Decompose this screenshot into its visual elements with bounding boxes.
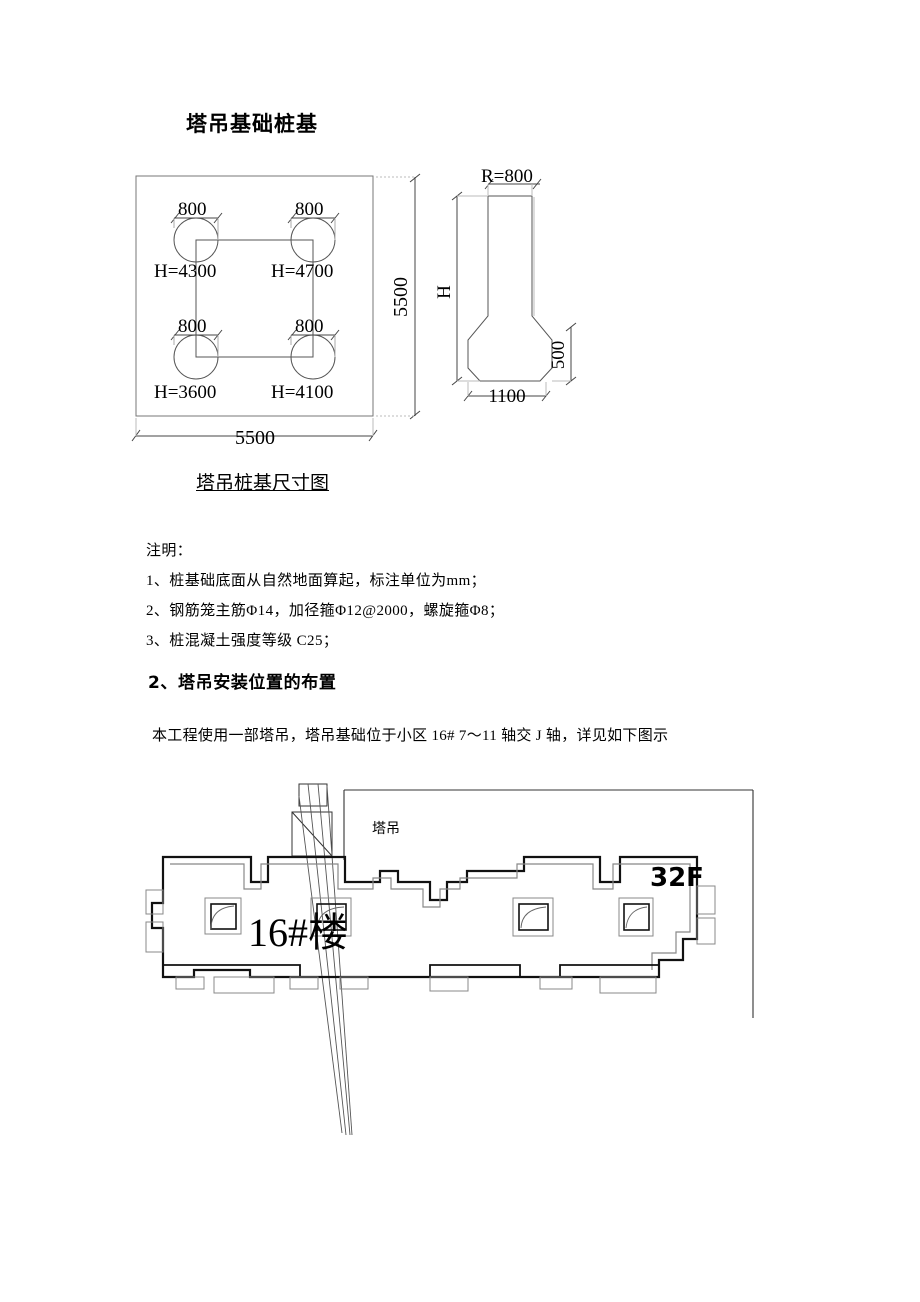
- pile-diameter-label-top-left: 800: [178, 199, 207, 220]
- building-name-label: 16#楼: [248, 910, 348, 955]
- dim-800-bottom-right: [287, 329, 340, 357]
- plan-width-dimension-label: 5500: [235, 427, 275, 449]
- site-boundary: [343, 789, 754, 1018]
- note-item-1: 1、桩基础底面从自然地面算起，标注单位为mm；: [146, 573, 487, 589]
- tower-crane-boom-lines: [298, 783, 353, 1136]
- balcony-4: [339, 976, 369, 990]
- crane-label: 塔吊: [372, 821, 400, 837]
- section-view: R=800 H 500: [434, 166, 577, 407]
- pile-foundation-figure: 800 800 800: [0, 0, 920, 520]
- dim-h: [451, 191, 487, 386]
- pile-depth-label-bottom-right: H=4100: [271, 382, 333, 403]
- note-item-2: 2、钢筋笼主筋Φ14，加径箍Φ12@2000，螺旋箍Φ8；: [146, 603, 505, 619]
- pile-cap-outline: [135, 175, 374, 417]
- dim-overall-height: [376, 173, 421, 420]
- body-paragraph-crane-placement: 本工程使用一部塔吊，塔吊基础位于小区 16# 7～11 轴交 J 轴，详见如下图…: [152, 728, 669, 744]
- building-inner-wall: [170, 863, 691, 970]
- section-heading-crane-placement: 2、塔吊安装位置的布置: [148, 673, 337, 693]
- page-title: 塔吊基础桩基: [186, 112, 318, 136]
- building-left-notch-2: [145, 921, 164, 953]
- balcony-3: [289, 976, 319, 990]
- pile-section-outline: [467, 195, 553, 382]
- pile-center-square: [195, 239, 314, 358]
- core-box-center: [512, 897, 554, 937]
- dim-overall-width: [131, 418, 378, 442]
- building-podium-strip: [163, 964, 659, 978]
- core-box-right: [618, 897, 654, 937]
- note-item-3: 3、桩混凝土强度等级 C25；: [146, 633, 339, 649]
- pile-depth-label-bottom-left: H=3600: [154, 382, 216, 403]
- site-plan-figure: 塔吊 16#楼 32F: [0, 770, 920, 1170]
- dim-500: [552, 322, 577, 386]
- dim-800-top-right: [287, 212, 340, 240]
- plan-view: 800 800 800: [131, 173, 421, 449]
- section-bell-dimension-label: 500: [548, 341, 569, 370]
- dim-800-top-left: [170, 212, 223, 240]
- balcony-6: [539, 976, 573, 990]
- floor-count-label: 32F: [650, 863, 704, 893]
- section-height-dimension-label: H: [434, 285, 455, 299]
- pile-diameter-label-bottom-left: 800: [178, 316, 207, 337]
- figure-caption-pile: 塔吊桩基尺寸图: [196, 473, 330, 494]
- dim-1100: [463, 382, 551, 402]
- tower-crane-symbol: [291, 783, 333, 857]
- balcony-5: [429, 976, 469, 992]
- notes-block: 注明： 1、桩基础底面从自然地面算起，标注单位为mm； 2、钢筋笼主筋Φ14，加…: [146, 536, 846, 656]
- core-box-left: [204, 897, 242, 935]
- balcony-2: [213, 976, 275, 994]
- building-right-notch: [696, 885, 716, 915]
- dim-800-bottom-left: [170, 329, 223, 357]
- balcony-7: [599, 976, 657, 994]
- building-right-notch-2: [696, 917, 716, 945]
- dim-r800: [484, 178, 542, 196]
- section-base-dimension-label: 1100: [488, 386, 525, 407]
- pile-diameter-label-bottom-right: 800: [295, 316, 324, 337]
- notes-heading: 注明：: [146, 543, 193, 559]
- pile-depth-label-top-left: H=4300: [154, 261, 216, 282]
- pile-depth-label-top-right: H=4700: [271, 261, 333, 282]
- pile-foundation-drawing: 800 800 800: [131, 166, 577, 449]
- pile-diameter-label-top-right: 800: [295, 199, 324, 220]
- building-footprint: [145, 855, 716, 994]
- plan-height-dimension-label: 5500: [390, 277, 412, 317]
- section-top-dimension-label: R=800: [481, 166, 533, 187]
- site-plan-drawing: 塔吊 16#楼 32F: [145, 783, 754, 1136]
- balcony-1: [175, 976, 205, 990]
- building-outer-wall: [150, 855, 699, 979]
- building-left-notch: [145, 889, 164, 915]
- core-box-mid-left: [310, 897, 352, 937]
